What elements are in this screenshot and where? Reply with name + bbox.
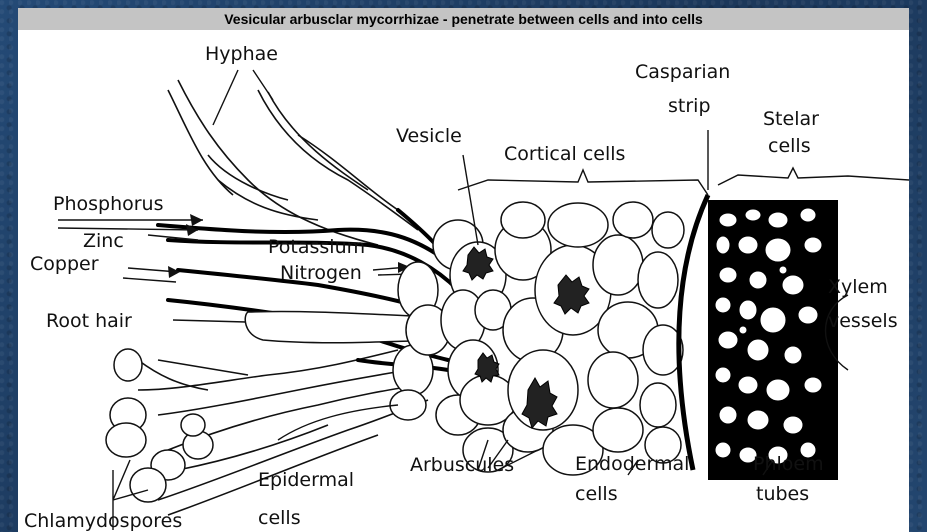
cortical-brace (458, 170, 708, 195)
stelar-brace (718, 168, 909, 185)
label-vessels: vessels (828, 310, 898, 332)
label-hyphae: Hyphae (205, 43, 278, 65)
label-nitrogen: Nitrogen (280, 262, 362, 284)
label-endodermal-cells: cells (575, 483, 618, 505)
label-endodermal: Endodermal (575, 453, 689, 475)
label-phloem: Phloem (753, 453, 824, 475)
label-epidermal-cells: cells (258, 507, 301, 529)
label-chlamydospores: Chlamydospores (24, 510, 182, 532)
label-epidermal: Epidermal (258, 469, 354, 491)
label-casparian: Casparian (635, 61, 730, 83)
label-stelar: Stelar (763, 108, 819, 130)
label-phosphorus: Phosphorus (53, 193, 164, 215)
label-strip: strip (668, 95, 711, 117)
hyphae-pointer-left (213, 70, 238, 125)
label-zinc: Zinc (83, 230, 124, 252)
label-arbuscules: Arbuscules (410, 454, 514, 476)
label-stelar-cells: cells (768, 135, 811, 157)
hyphae-pointer-right (253, 70, 273, 100)
label-root-hair: Root hair (46, 310, 132, 332)
diagram-panel: Hyphae Phosphorus Zinc Copper Root hair … (18, 30, 909, 532)
figure-title: Vesicular arbusclar mycorrhizae - penetr… (18, 8, 909, 30)
label-vesicle: Vesicle (396, 125, 462, 147)
label-cortical-cells: Cortical cells (504, 143, 625, 165)
label-xylem: Xylem (828, 276, 888, 298)
stelar-cells (708, 200, 838, 480)
cortical-cells (390, 202, 684, 475)
root-hair-pointer (173, 320, 246, 322)
label-potassium: Potassium (268, 236, 365, 258)
label-tubes: tubes (756, 483, 809, 505)
mycorrhizae-diagram: Hyphae Phosphorus Zinc Copper Root hair … (18, 30, 909, 532)
label-copper: Copper (30, 253, 99, 275)
